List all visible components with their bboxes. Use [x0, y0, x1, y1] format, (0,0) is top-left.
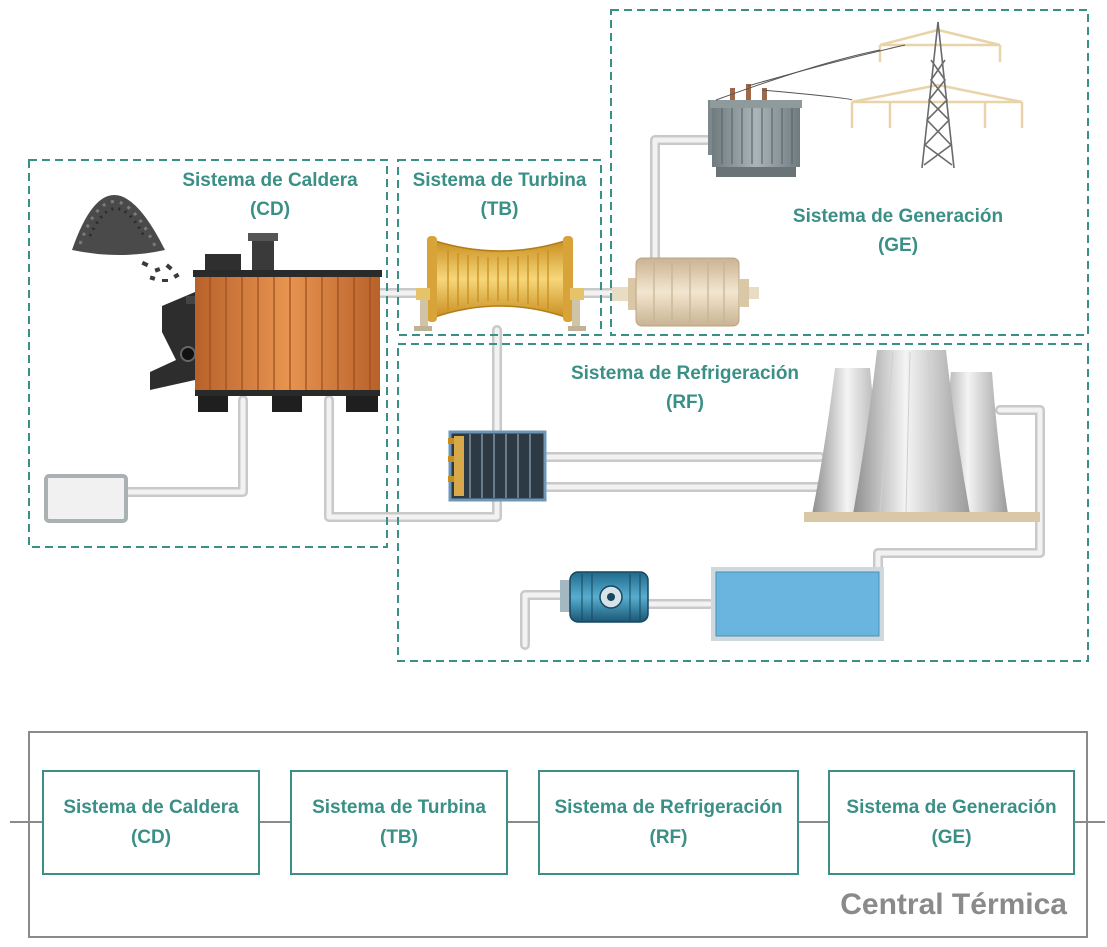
system-title-rf-name: Sistema de Refrigeración: [570, 363, 800, 384]
overview-block-rf: Sistema de Refrigeración (RF): [538, 770, 799, 875]
system-title-ge-name: Sistema de Generación: [792, 206, 1004, 227]
system-title-tb-code: (TB): [480, 199, 519, 220]
overview-frame: [10, 731, 1105, 938]
overview-block-rf-title: Sistema de Refrigeración: [554, 796, 783, 818]
overview-block-ge-code: (GE): [931, 826, 972, 848]
frame-rf: [397, 343, 1089, 662]
overview-block-tb-code: (TB): [380, 826, 418, 848]
system-title-rf: Sistema de Refrigeración (RF): [540, 359, 830, 417]
steam-turbine-icon: [414, 236, 586, 331]
central-termica-label: Central Térmica: [840, 888, 1067, 921]
overview-block-cd: Sistema de Caldera (CD): [42, 770, 260, 875]
overview-block-cd-title: Sistema de Caldera: [63, 796, 239, 818]
frame-cd: [28, 159, 388, 548]
transmission-tower-icon: [715, 21, 1024, 169]
frame-tb: [397, 159, 602, 336]
coal-pile-icon: [72, 195, 180, 282]
system-title-cd-code: (CD): [249, 199, 291, 220]
frame-ge: [610, 9, 1089, 336]
condenser-icon: [448, 430, 547, 502]
overview-block-tb: Sistema de Turbina (TB): [290, 770, 508, 875]
system-title-ge-code: (GE): [877, 235, 919, 256]
control-panel-icon: [44, 474, 128, 523]
water-tank-icon: [711, 567, 884, 641]
system-title-cd: Sistema de Caldera (CD): [160, 166, 380, 224]
system-title-ge: Sistema de Generación (GE): [770, 202, 1026, 260]
system-title-tb-name: Sistema de Turbina: [412, 170, 587, 191]
system-title-cd-name: Sistema de Caldera: [182, 170, 358, 191]
generator-icon: [612, 257, 759, 327]
system-title-rf-code: (RF): [666, 392, 704, 413]
overview-block-cd-code: (CD): [130, 826, 172, 848]
overview-block-rf-code: (RF): [649, 826, 688, 848]
transformer-icon: [708, 84, 802, 177]
pipes: [123, 135, 1045, 650]
overview-block-tb-title: Sistema de Turbina: [312, 796, 486, 818]
boiler-icon: [150, 233, 382, 412]
system-title-tb: Sistema de Turbina (TB): [398, 166, 601, 224]
cooling-towers-icon: [804, 350, 1040, 522]
overview-block-ge: Sistema de Generación (GE): [828, 770, 1075, 875]
system-frames: [28, 9, 1089, 662]
pump-icon: [560, 571, 649, 623]
overview-block-ge-title: Sistema de Generación: [846, 796, 1057, 818]
